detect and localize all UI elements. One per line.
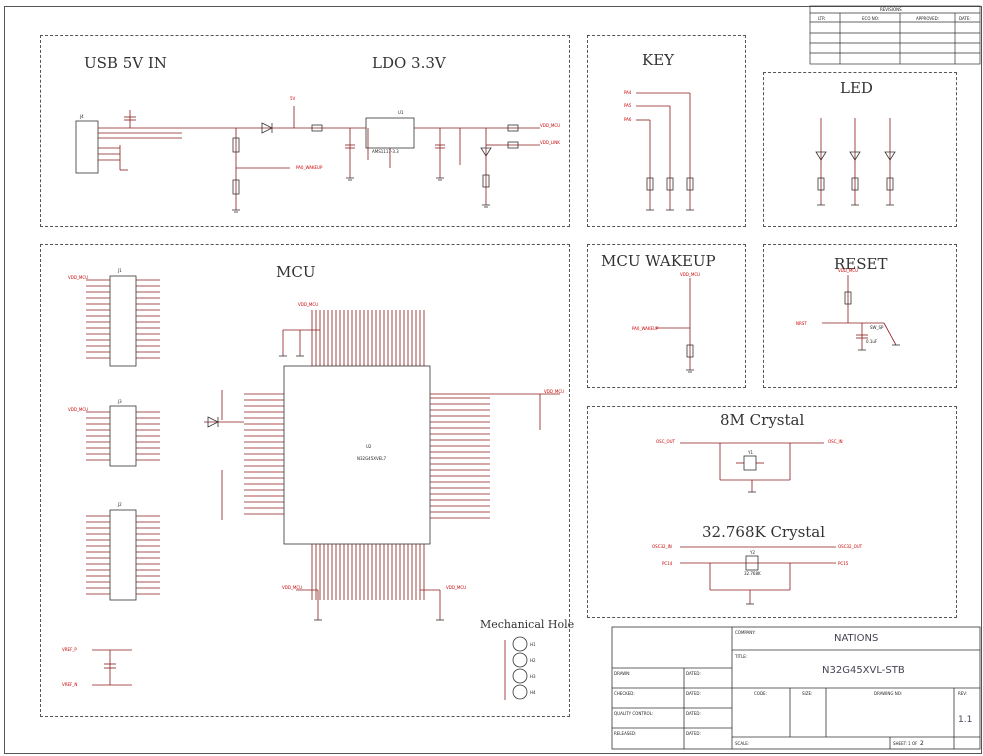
code-label: CODE: <box>754 691 767 696</box>
key-title: KEY <box>642 51 675 69</box>
crystal32k-title: 32.768K Crystal <box>702 523 826 541</box>
net-vdd-mcu-j1: VDD_MCU <box>68 275 88 280</box>
checked-label: CHECKED: <box>614 691 635 696</box>
mechanical-title: Mechanical Hole <box>480 618 575 631</box>
net-vdd-mcu-ldo: VDD_MCU <box>540 123 560 128</box>
ldo-title: LDO 3.3V <box>372 54 446 72</box>
crystal8m-title: 8M Crystal <box>720 411 805 429</box>
net-osc32-in: OSC32_IN <box>652 544 672 549</box>
usb-title: USB 5V IN <box>84 54 167 72</box>
released-dated-label: DATED: <box>686 731 701 736</box>
crystal-section-box <box>587 406 957 618</box>
mcu-ref: U2 <box>366 444 372 449</box>
net-vdd-mcu-bottom-right: VDD_MCU <box>446 585 466 590</box>
hole-3: H3 <box>530 674 536 679</box>
sheet-label: SHEET: <box>893 741 907 746</box>
net-pc15: PC15 <box>838 561 849 566</box>
quality-dated-label: DATED: <box>686 711 701 716</box>
ldo-ref: U1 <box>398 110 404 115</box>
net-vdd-mcu-top: VDD_MCU <box>298 302 318 307</box>
wakeup-title: MCU WAKEUP <box>601 252 716 270</box>
board-title: N32G45XVL-STB <box>822 665 905 676</box>
led-title: LED <box>840 79 873 97</box>
key-section-box <box>587 35 746 227</box>
header-j4: J4 <box>79 114 84 119</box>
ldo-name: AMS1117-3.3 <box>372 149 399 154</box>
quality-label: QUALITY CONTROL: <box>614 711 653 716</box>
net-nrst: NRST <box>796 321 807 326</box>
drawing-frame <box>4 6 982 754</box>
rev-col-eco: ECO NO: <box>862 16 879 21</box>
rev-label: REV: <box>958 691 967 696</box>
crystal-32k-value: 32.768K <box>744 571 761 576</box>
total-sheets: 2 <box>920 740 924 747</box>
header-j2: J2 <box>117 502 122 507</box>
net-vref-n: VREF_N <box>62 682 77 687</box>
net-vdd-mcu-reset: VDD_MCU <box>838 268 858 273</box>
hole-1: H1 <box>530 642 536 647</box>
net-pa0-wakeup: PA0_WAKEUP <box>632 326 659 331</box>
mcu-name: N32G45XVEL7 <box>357 456 387 461</box>
size-label: SIZE: <box>802 691 812 696</box>
net-pa4: PA4 <box>624 90 632 95</box>
drawn-label: DRAWN: <box>614 671 631 676</box>
net-osc-out: OSC_OUT <box>656 439 676 444</box>
header-j3: J3 <box>117 399 122 404</box>
released-label: RELEASED: <box>614 731 636 736</box>
led-section-box <box>763 72 957 227</box>
net-vref-p: VREF_P <box>62 647 77 652</box>
drawn-dated-label: DATED: <box>686 671 701 676</box>
title-label: TITLE: <box>734 654 747 659</box>
net-vdd-mcu-right: VDD_MCU <box>544 389 564 394</box>
net-vdd-mcu-wakeup: VDD_MCU <box>680 272 700 277</box>
net-pc14: PC14 <box>662 561 673 566</box>
net-vdd-mcu-bottom-left: VDD_MCU <box>282 585 302 590</box>
net-vdd-link: VDD_LINK <box>540 140 560 145</box>
net-pa6: PA6 <box>624 117 632 122</box>
header-j1: J1 <box>117 268 122 273</box>
reset-cap-value: 0.1uF <box>866 339 878 344</box>
reset-section-box <box>763 244 957 388</box>
net-vdd-mcu-j3: VDD_MCU <box>68 407 88 412</box>
drawing-no-label: DRAWING NO: <box>874 691 902 696</box>
mcu-title: MCU <box>276 263 316 281</box>
mcu-section-box <box>40 244 570 717</box>
net-5v: 5V <box>290 96 296 101</box>
net-osc-in: OSC_IN <box>828 439 843 444</box>
rev-col-ltr: LTR <box>818 16 825 21</box>
net-pa5: PA5 <box>624 103 632 108</box>
rev-col-approved: APPROVED: <box>916 16 939 21</box>
reset-switch-value: SW_SP <box>870 325 884 330</box>
rev-value: 1.1 <box>958 715 972 725</box>
company-name: NATIONS <box>834 633 879 644</box>
revisions-header: REVISIONS <box>880 7 902 12</box>
crystal-8m-ref: Y1 <box>747 450 753 455</box>
hole-2: H2 <box>530 658 536 663</box>
company-label: COMPANY: <box>735 630 756 635</box>
of-label: OF <box>912 741 918 746</box>
rev-col-date: DATE: <box>959 16 971 21</box>
net-pa0-wakeup-usb: PA0_WAKEUP <box>296 165 323 170</box>
power-section-box <box>40 35 570 227</box>
reset-title: RESET <box>834 255 888 273</box>
hole-4: H4 <box>530 690 536 695</box>
wakeup-section-box <box>587 244 746 388</box>
net-osc32-out: OSC32_OUT <box>838 544 863 549</box>
crystal-32k-ref: Y2 <box>749 550 755 555</box>
scale-label: SCALE: <box>735 741 749 746</box>
checked-dated-label: DATED: <box>686 691 701 696</box>
sheet-number: 1 <box>908 741 911 746</box>
